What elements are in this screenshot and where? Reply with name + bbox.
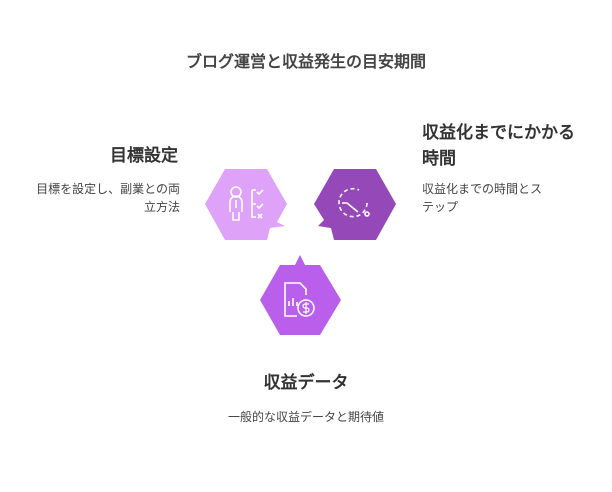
hexagon-time [314,169,396,240]
diagram-title: ブログ運営と収益発生の目安期間 [185,52,426,71]
time-heading: 収益化までにかかる時間 [422,123,575,169]
revenue-description: 一般的な収益データと期待値 [227,410,384,424]
revenue-heading: 収益データ [263,373,349,393]
goal-heading: 目標設定 [110,146,178,166]
hexagon-goal [205,169,287,240]
time-description: 収益化までの時間とステップ [422,182,543,214]
clock-icon [338,187,370,218]
goal-description: 目標を設定し、副業との両立方法 [36,182,180,214]
document-dollar-icon [284,282,315,317]
hexagon-revenue [260,255,341,335]
person-checklist-icon [229,186,264,221]
